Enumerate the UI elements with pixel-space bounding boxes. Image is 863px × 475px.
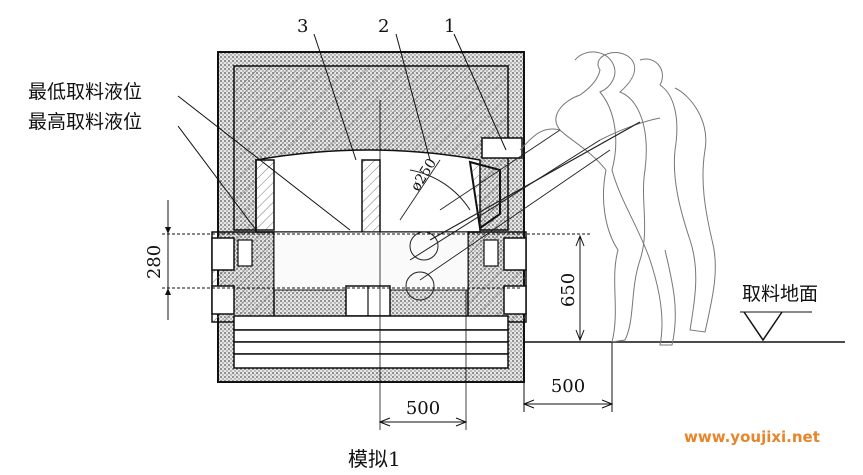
- ground-label: 取料地面: [742, 283, 818, 305]
- operator-figures: [519, 51, 716, 346]
- dimension-500-right-label: 500: [551, 376, 585, 397]
- dimension-500-right: [522, 342, 614, 412]
- watermark: www.youjixi.net: [684, 428, 820, 446]
- callout-2: 2: [378, 16, 389, 37]
- liquid-bath: [273, 231, 469, 291]
- dimension-650-label: 650: [558, 273, 579, 307]
- dimension-650: [575, 234, 585, 342]
- ladle-cup-1: [409, 231, 439, 261]
- hearth-layer-4: [233, 353, 509, 369]
- hearth-layer-2: [233, 329, 509, 343]
- ground: [524, 311, 845, 343]
- left-brick-3: [237, 239, 253, 267]
- operator-arm: [519, 117, 661, 151]
- dimension-280-label: 280: [144, 245, 165, 279]
- reach-arc: [409, 169, 471, 211]
- furnace-body: [211, 51, 527, 383]
- right-brick-1: [503, 237, 527, 271]
- hearth-layer-3: [233, 341, 509, 355]
- min-level-label: 最低取料液位: [28, 81, 142, 103]
- right-brick-2: [503, 285, 527, 315]
- operator-figure-2: [639, 58, 716, 333]
- callout-1: 1: [444, 16, 455, 37]
- figure-caption: 模拟1: [348, 447, 401, 471]
- dimension-500-bottom-label: 500: [406, 398, 440, 419]
- operator-figure-1: [555, 52, 647, 343]
- ladle-cup-2: [405, 271, 435, 301]
- left-brick-2: [211, 285, 235, 315]
- ladle-tool: [399, 121, 641, 301]
- ground-symbol: [743, 311, 783, 342]
- callout-leaders: [177, 33, 507, 231]
- hearth-layer-1: [233, 315, 509, 331]
- dimension-500-bottom: [378, 417, 468, 427]
- liquid-levels: [162, 233, 590, 289]
- operator-figure-3: [574, 51, 676, 346]
- right-brick-3: [483, 239, 499, 267]
- left-post: [255, 159, 275, 231]
- max-level-label: 最高取料液位: [28, 111, 142, 133]
- left-brick-1: [211, 237, 235, 271]
- inclined-door: [468, 160, 501, 230]
- callout-3: 3: [297, 16, 308, 37]
